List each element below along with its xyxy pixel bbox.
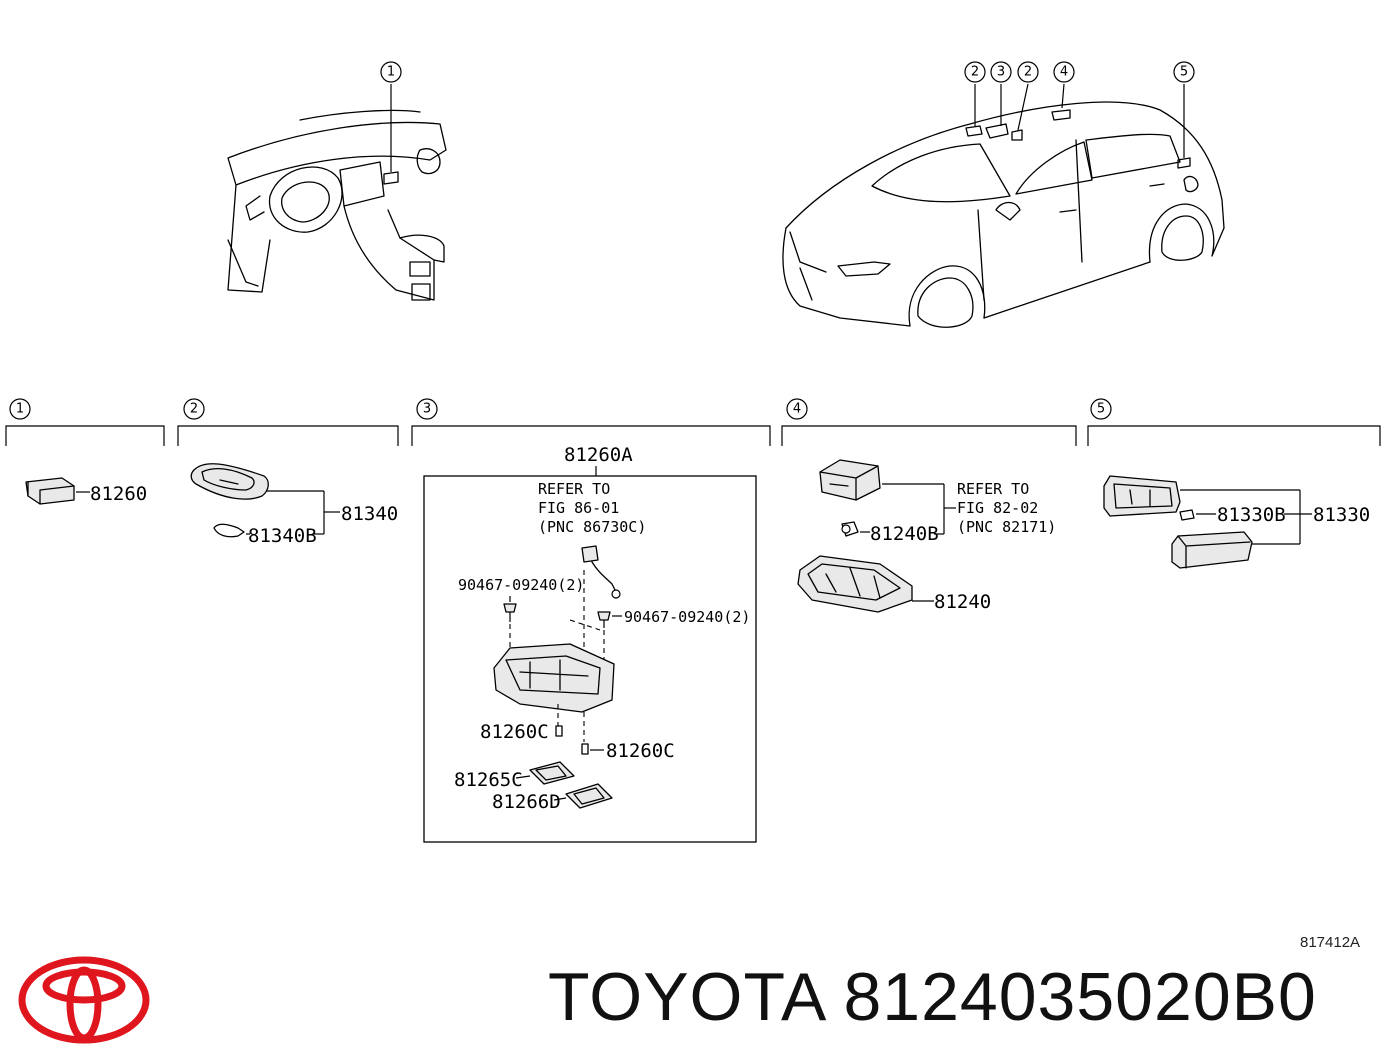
figure-code: 817412A: [1300, 934, 1361, 951]
section-4: 81240B REFER TO FIG 82-02 (PNC 82171) 81…: [797, 459, 1056, 613]
car-callouts: 2 3 2 4 5: [964, 61, 1195, 158]
svg-text:REFER TO: REFER TO: [957, 480, 1029, 498]
svg-text:5: 5: [1097, 402, 1105, 417]
section-headers: 1 2 3 4 5: [5, 398, 1381, 446]
part-81240: 81240: [934, 591, 991, 613]
svg-text:4: 4: [793, 402, 801, 417]
part-81340: 81340: [341, 503, 398, 525]
part-81240B: 81240B: [870, 523, 939, 545]
brand-name: TOYOTA: [548, 959, 824, 1035]
svg-text:3: 3: [997, 65, 1005, 80]
svg-text:1: 1: [16, 402, 24, 417]
part-number: 8124035020B0: [843, 959, 1317, 1035]
section-3: 81260A REFER TO FIG 86-01 (PNC 86730C) 9…: [423, 444, 757, 843]
svg-text:81265C: 81265C: [454, 769, 523, 791]
svg-text:1: 1: [387, 65, 395, 80]
svg-text:FIG 82-02: FIG 82-02: [957, 499, 1038, 517]
car-illustration: [782, 101, 1225, 328]
svg-text:FIG 86-01: FIG 86-01: [538, 499, 619, 517]
svg-text:2: 2: [190, 402, 198, 417]
dashboard-illustration: [227, 109, 447, 301]
toyota-logo-icon: [18, 956, 150, 1044]
svg-text:2: 2: [1024, 65, 1032, 80]
svg-text:2: 2: [971, 65, 979, 80]
brand-part-title: TOYOTA 8124035020B0: [548, 958, 1317, 1036]
part-81260: 81260: [90, 483, 147, 505]
section-5: 81330B 81330: [1103, 475, 1370, 569]
part-81340B: 81340B: [248, 525, 317, 547]
part-81260A: 81260A: [564, 444, 633, 466]
part-81330: 81330: [1313, 504, 1370, 526]
svg-text:90467-09240(2): 90467-09240(2): [458, 576, 584, 594]
svg-text:81260C: 81260C: [480, 721, 549, 743]
svg-text:REFER TO: REFER TO: [538, 480, 610, 498]
callout-1-overview: 1: [380, 61, 402, 172]
assembly-box: [423, 475, 757, 843]
svg-text:90467-09240(2): 90467-09240(2): [624, 608, 750, 626]
svg-text:4: 4: [1060, 65, 1068, 80]
svg-text:81260C: 81260C: [606, 740, 675, 762]
svg-text:3: 3: [423, 402, 431, 417]
part-81330B: 81330B: [1217, 504, 1286, 526]
section-2: 81340B 81340: [190, 463, 398, 547]
section-1: 81260: [25, 477, 147, 505]
svg-text:(PNC 86730C): (PNC 86730C): [538, 518, 646, 536]
svg-text:(PNC 82171): (PNC 82171): [957, 518, 1056, 536]
svg-text:5: 5: [1180, 65, 1188, 80]
svg-text:81266D: 81266D: [492, 791, 561, 813]
